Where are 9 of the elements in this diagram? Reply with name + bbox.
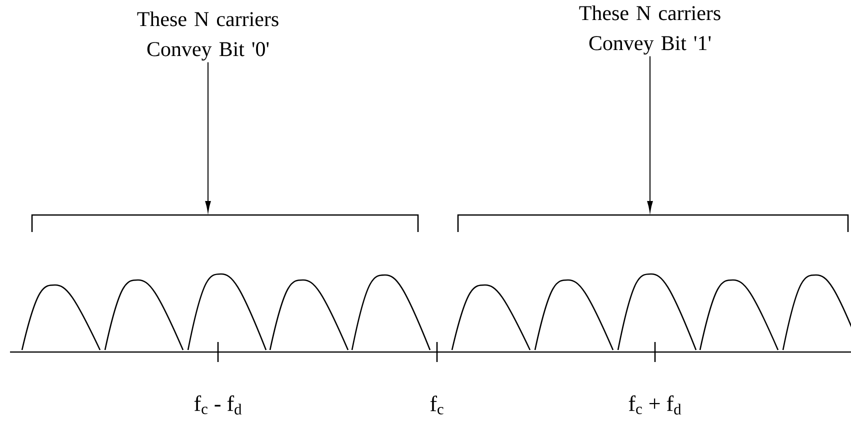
arrow	[647, 56, 653, 212]
annotation-text: These N carriers Convey Bit '1'	[579, 5, 720, 55]
bracket	[457, 214, 849, 232]
annotation-text: These N carriers Convey Bit '0'	[137, 11, 278, 61]
axis-label: f$_{c}$ + f$_{d}$	[628, 395, 682, 415]
axis-label: f$_{c}$	[430, 396, 444, 414]
arrow	[205, 62, 211, 212]
axis-label: f$_{c}$ - f$_{d}$	[194, 395, 242, 415]
bracket	[31, 214, 419, 232]
